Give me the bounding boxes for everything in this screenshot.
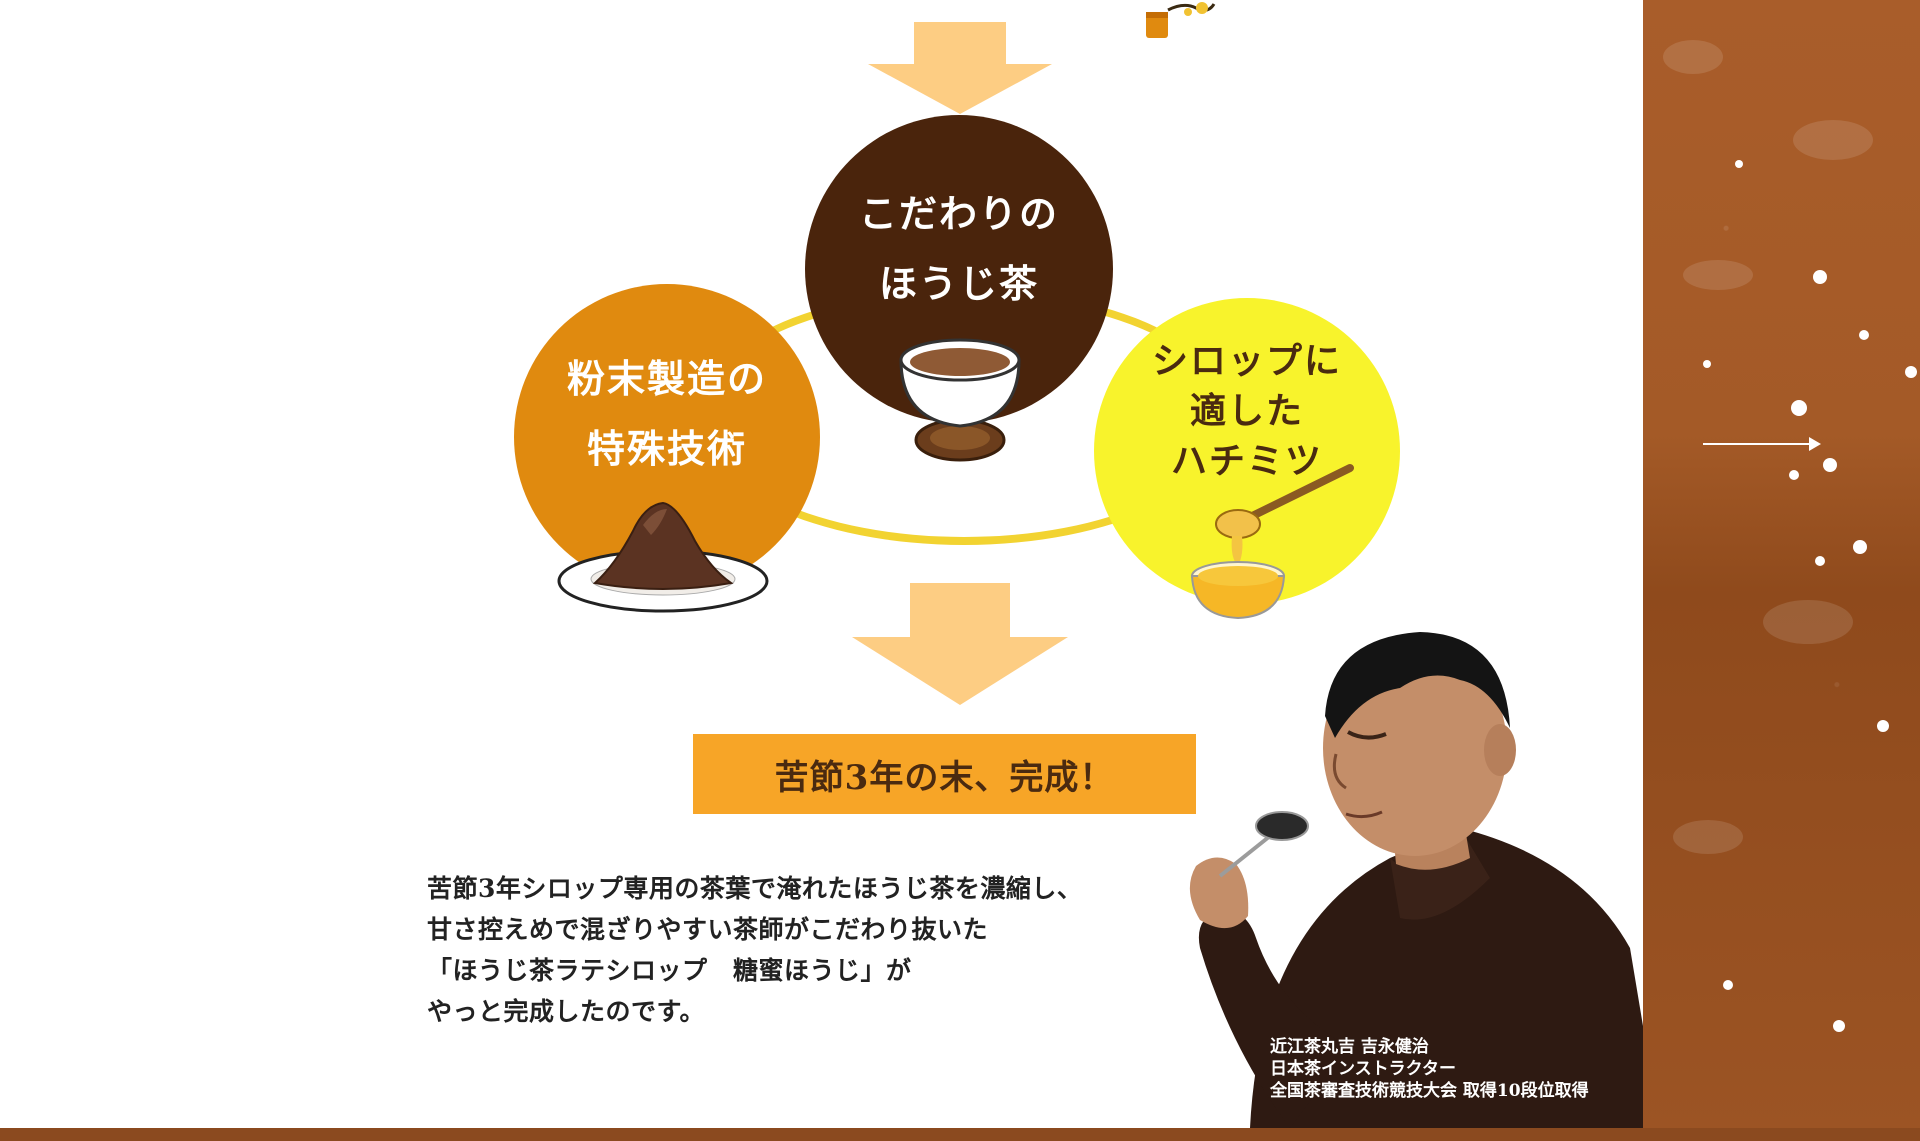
bottom-arrow: [852, 583, 1068, 705]
description-text: 苦節3年シロップ専用の茶葉で淹れたほうじ茶を濃縮し、 甘さ控えめで混ざりやすい茶…: [427, 868, 1187, 1032]
tea-master-photo: [1189, 632, 1643, 1128]
tea-cup-icon: [899, 338, 1021, 462]
bottom-strip: [0, 1128, 1920, 1141]
powder-plate-icon: [557, 501, 769, 613]
completion-banner: 苦節3年の末、完成！: [693, 734, 1196, 814]
description-line: 甘さ控えめで混ざりやすい茶師がこだわり抜いた: [427, 915, 989, 944]
circle-honey: シロップに 適した ハチミツ: [1094, 298, 1400, 604]
circle-right-label: シロップに 適した ハチミツ: [1151, 340, 1342, 482]
textured-sidebar: [1643, 0, 1920, 1141]
circle-powder-technology: 粉末製造の 特殊技術: [514, 284, 820, 590]
banner-text: 苦節3年の末、完成！: [774, 757, 1115, 798]
top-arrow: [868, 22, 1052, 114]
description-line: やっと完成したのです。: [427, 997, 706, 1026]
circle-top-label: こだわりの ほうじ茶: [858, 191, 1059, 306]
tea-master-caption: 近江茶丸吉 吉永健治 日本茶インストラクター 全国茶審査技術競技大会 取得10段…: [1270, 1036, 1643, 1102]
arrow-right-icon: [1809, 437, 1821, 451]
circle-houjicha: こだわりの ほうじ茶: [805, 115, 1113, 423]
caption-name: 近江茶丸吉 吉永健治: [1270, 1037, 1429, 1057]
honey-bowl-icon: [1190, 464, 1354, 620]
main-content: 粉末製造の 特殊技術 こだわりの ほうじ茶 シロップに 適した ハチミツ: [427, 2, 1643, 1128]
circle-left-label: 粉末製造の 特殊技術: [566, 356, 767, 471]
caption-title: 日本茶インストラクター: [1270, 1059, 1456, 1079]
description-line: 「ほうじ茶ラテシロップ 糖蜜ほうじ」が: [427, 956, 912, 985]
arrow-line: [1703, 443, 1815, 445]
honey-pot-icon: [1146, 2, 1216, 38]
caption-award: 全国茶審査技術競技大会 取得10段位取得: [1270, 1081, 1589, 1101]
description-line: 苦節3年シロップ専用の茶葉で淹れたほうじ茶を濃縮し、: [427, 874, 1083, 903]
